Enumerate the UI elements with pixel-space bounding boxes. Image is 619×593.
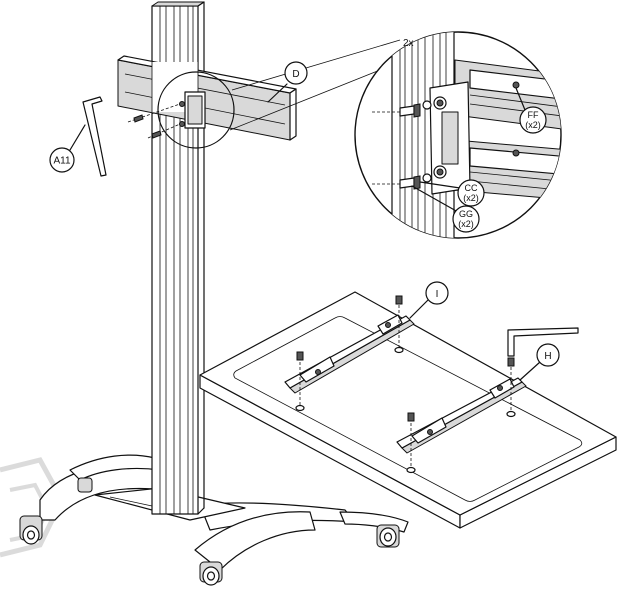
callout-cc: CC (x2) — [457, 179, 485, 207]
caster-front — [199, 561, 223, 586]
mounting-rail — [117, 55, 297, 141]
mounting-arm-i — [284, 295, 415, 412]
callout-ff-qty: (x2) — [525, 120, 541, 130]
callout-cc-qty: (x2) — [463, 193, 479, 203]
zoom-source-circle — [157, 71, 235, 149]
callout-h-label: H — [544, 351, 551, 362]
callout-ff: FF (x2) — [519, 106, 547, 134]
detail-zoom-view: 2x FF (x2) CC (x2) GG (x2) — [354, 31, 562, 239]
callout-cc-label: CC — [465, 183, 478, 193]
callout-i-label: I — [436, 289, 439, 300]
callout-ff-label: FF — [528, 110, 539, 120]
callout-h: H — [536, 343, 560, 367]
callout-a11-label: A11 — [53, 156, 70, 167]
column-bracket — [179, 91, 206, 129]
hex-key-icon — [507, 327, 579, 357]
callout-gg-qty: (x2) — [458, 219, 474, 229]
quantity-2x-label: 2x — [403, 38, 414, 49]
callout-i: I — [425, 281, 449, 305]
display-panel — [199, 291, 617, 529]
callout-gg: GG (x2) — [452, 205, 480, 233]
mounting-arm-h — [396, 357, 527, 474]
caster-rear — [77, 477, 93, 493]
caster-left — [19, 515, 43, 545]
callout-a11: A11 — [49, 147, 75, 173]
hex-key-a11-icon — [82, 96, 107, 177]
callout-d: D — [284, 61, 308, 85]
mobile-stand — [19, 1, 409, 586]
caster-right — [376, 524, 400, 548]
callout-d-label: D — [292, 69, 299, 80]
callout-gg-label: GG — [459, 209, 473, 219]
